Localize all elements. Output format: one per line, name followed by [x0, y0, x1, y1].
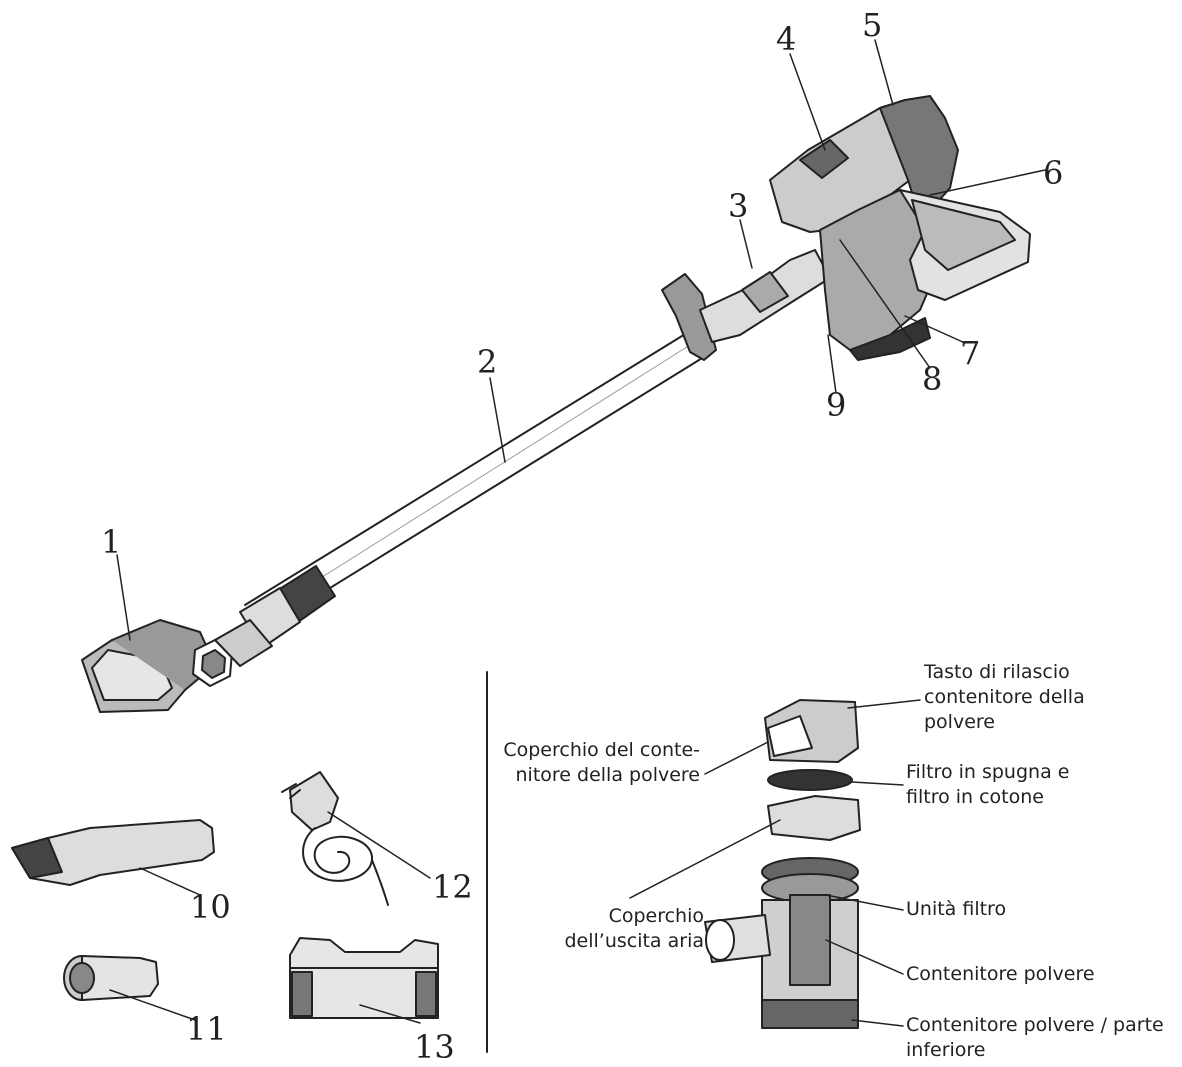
part-number-13: 13: [414, 1028, 455, 1062]
part-number-3: 3: [728, 187, 748, 225]
number-leaders: [109, 39, 1046, 1024]
extension-tube: [244, 327, 713, 631]
label-filters: Filtro in spugna e filtro in cotone: [906, 761, 1070, 808]
dust-container-exploded: [704, 699, 861, 1029]
part-number-1: 1: [101, 523, 121, 561]
label-dust-cover: Coperchio del conte- nitore della polver…: [503, 739, 700, 786]
crevice-tool: [11, 819, 215, 886]
wall-bracket: [289, 937, 439, 1019]
part-number-2: 2: [477, 343, 497, 381]
part-number-5: 5: [862, 6, 882, 44]
handheld-unit: [661, 95, 1031, 361]
part-number-8: 8: [922, 360, 942, 398]
part-number-10: 10: [190, 888, 231, 926]
floor-brush: [81, 619, 273, 713]
part-number-12: 12: [432, 868, 473, 906]
label-dust-container: Contenitore polvere: [906, 963, 1095, 985]
part-number-9: 9: [826, 386, 846, 424]
part-number-4: 4: [776, 20, 796, 58]
callout-leaders: [629, 699, 921, 1027]
part-number-7: 7: [960, 334, 980, 372]
label-filter-unit: Unità filtro: [906, 898, 1007, 920]
part-number-6: 6: [1043, 154, 1063, 192]
charger: [281, 771, 389, 906]
label-dust-container-bottom: Contenitore polvere / parte inferiore: [906, 1014, 1164, 1061]
part-number-11: 11: [186, 1010, 227, 1048]
label-release-button: Tasto di rilascio contenitore della polv…: [924, 661, 1085, 733]
label-air-outlet-cover: Coperchio dell’uscita aria: [564, 905, 704, 952]
brush-tool: [63, 955, 159, 1001]
